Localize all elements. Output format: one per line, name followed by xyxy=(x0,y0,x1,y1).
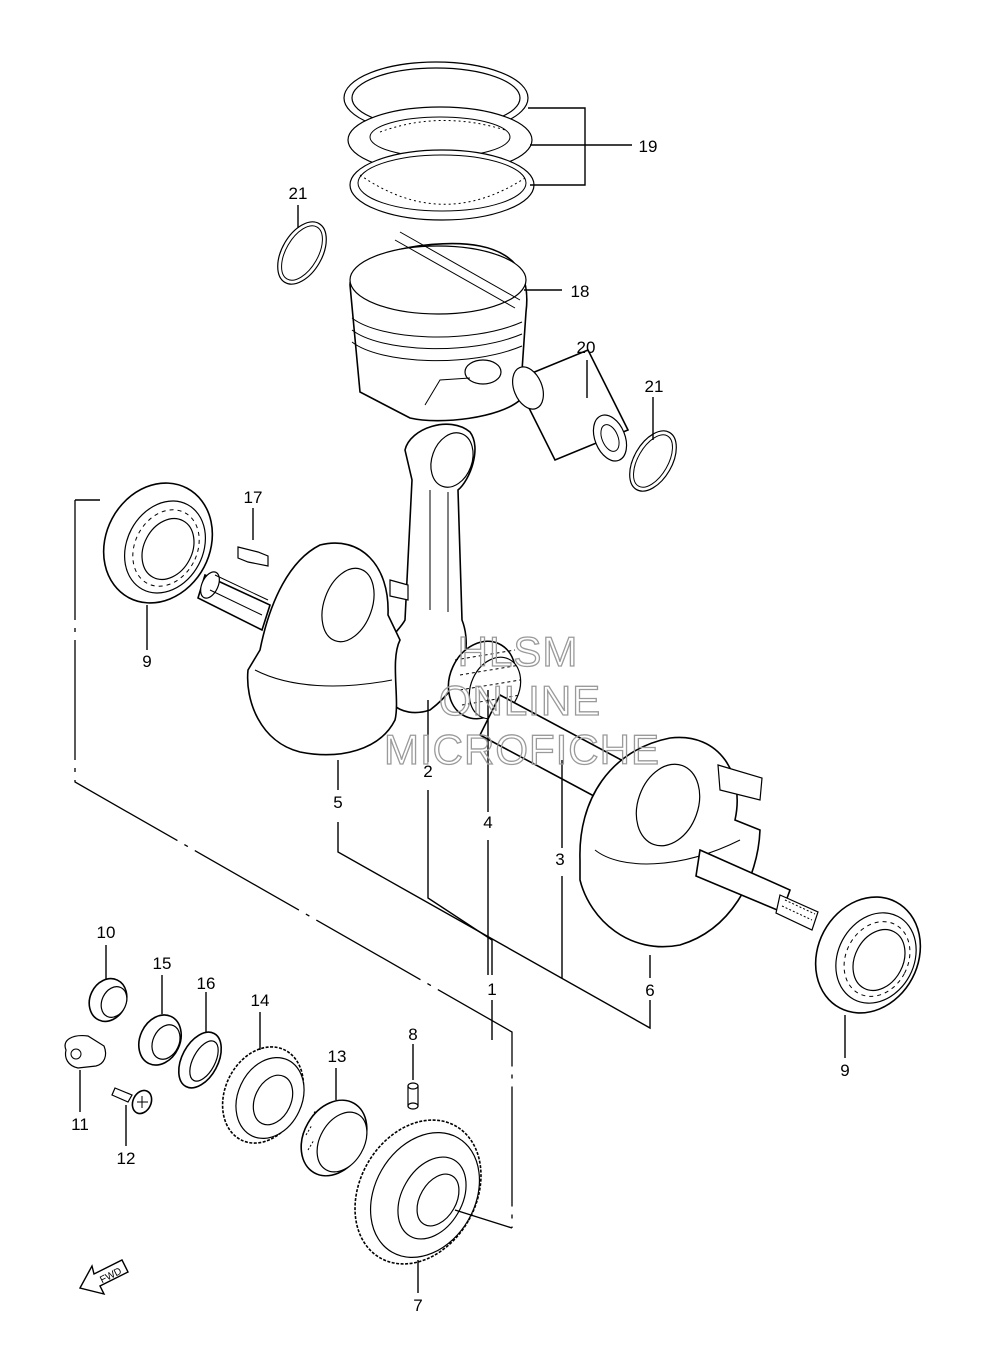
ball-bearing-right xyxy=(814,896,922,1014)
oil-seal xyxy=(138,1014,182,1066)
crankshaft-left xyxy=(197,542,409,756)
label-21-right: 21 xyxy=(645,377,664,396)
label-1: 1 xyxy=(487,980,496,999)
watermark-line-2: ONLINE xyxy=(439,677,601,724)
label-2: 2 xyxy=(423,762,432,781)
label-17: 17 xyxy=(244,488,263,507)
label-3: 3 xyxy=(555,850,564,869)
primary-drive-gear xyxy=(354,1119,482,1265)
label-10: 10 xyxy=(97,923,116,942)
label-9-right: 9 xyxy=(840,1061,849,1080)
bearing-small xyxy=(88,977,128,1023)
piston-pin xyxy=(512,348,630,462)
label-5: 5 xyxy=(333,793,342,812)
label-8: 8 xyxy=(408,1025,417,1044)
forward-arrow-icon: FWD xyxy=(78,1259,129,1296)
label-9-left: 9 xyxy=(142,652,151,671)
piston xyxy=(349,231,528,422)
watermark: HLSM ONLINE MICROFICHE xyxy=(383,627,660,773)
label-18: 18 xyxy=(571,282,590,301)
piston-rings xyxy=(343,61,535,221)
label-16: 16 xyxy=(197,974,216,993)
balancer-drive-gear xyxy=(221,1046,305,1144)
dowel-pin xyxy=(407,1082,419,1110)
watermark-line-3: MICROFICHE xyxy=(384,726,660,773)
label-6: 6 xyxy=(645,981,654,1000)
label-21-left: 21 xyxy=(289,184,308,203)
label-11: 11 xyxy=(71,1115,89,1134)
washer xyxy=(177,1031,223,1089)
ball-bearing-left xyxy=(102,482,214,604)
fwd-label: FWD xyxy=(98,1266,123,1286)
assembly-bracket-lines xyxy=(74,499,651,1229)
label-12: 12 xyxy=(117,1149,136,1168)
gear-bearing xyxy=(300,1099,368,1177)
retainer-plate xyxy=(64,1035,107,1069)
circlip-right xyxy=(629,430,677,492)
watermark-line-1: HLSM xyxy=(458,628,579,675)
label-13: 13 xyxy=(328,1047,347,1066)
crankshaft-right xyxy=(579,736,819,948)
woodruff-key xyxy=(237,546,269,567)
label-14: 14 xyxy=(251,991,270,1010)
screw xyxy=(111,1087,153,1115)
label-20: 20 xyxy=(577,338,596,357)
circlip-left xyxy=(277,221,327,285)
label-7: 7 xyxy=(413,1296,422,1315)
label-4: 4 xyxy=(483,813,492,832)
label-19: 19 xyxy=(639,137,658,156)
label-15: 15 xyxy=(153,954,172,973)
